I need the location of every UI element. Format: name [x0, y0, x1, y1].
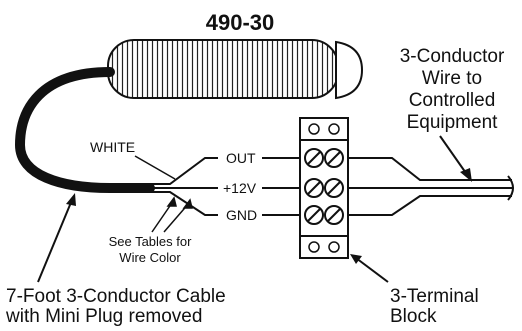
black-cable — [14, 67, 155, 193]
conductor-line1: 3-Conductor — [400, 46, 505, 67]
conductor-arrow — [439, 135, 472, 182]
terminal-arrow — [350, 254, 389, 283]
output-wires — [348, 157, 512, 216]
gnd-label: GND — [226, 207, 257, 223]
sensor-body — [107, 39, 364, 100]
white-label: WHITE — [90, 139, 135, 155]
see-tables-line2: Wire Color — [119, 250, 181, 265]
see-tables-line1: See Tables for — [109, 234, 193, 249]
terminal-label-line1: 3-Terminal — [390, 286, 479, 307]
diagram-title: 490-30 — [206, 10, 275, 35]
cable-label-line2: with Mini Plug removed — [5, 306, 202, 326]
terminal-label-line2: Block — [390, 306, 437, 326]
terminal-block — [299, 117, 349, 259]
terminal-screws — [304, 148, 344, 225]
conductor-line3: Controlled — [409, 90, 496, 111]
out-label: OUT — [226, 150, 256, 166]
v12-label: +12V — [223, 180, 257, 196]
conductor-line2: Wire to — [422, 68, 482, 89]
conductor-line4: Equipment — [407, 112, 499, 133]
fanout-wires — [150, 157, 218, 216]
cable-arrow — [37, 193, 76, 283]
cable-label-line1: 7-Foot 3-Conductor Cable — [6, 286, 226, 307]
